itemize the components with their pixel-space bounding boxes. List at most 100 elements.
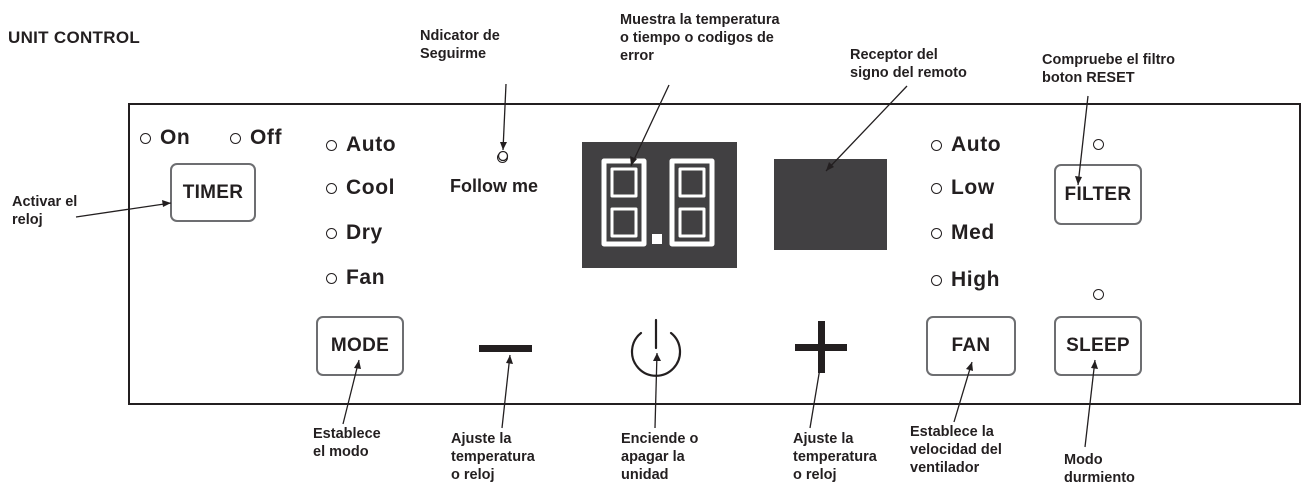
timer-button[interactable]: TIMER [170, 163, 256, 222]
mode-option-label: Auto [346, 133, 397, 156]
timer-on-indicator: On [140, 126, 190, 150]
annotation-line: Modo [1064, 452, 1103, 468]
digit-segment-inner [610, 167, 638, 198]
arrowhead-icon [826, 162, 834, 171]
leader-line-fan [953, 361, 973, 423]
sleep-button[interactable]: SLEEP [1054, 316, 1142, 376]
digit-segment-outline [669, 158, 715, 247]
decimal-point [652, 234, 662, 244]
annotation-minus: Ajuste la temperatura o reloj [451, 430, 535, 484]
filter-led-icon [1093, 139, 1104, 150]
annotation-plus: Ajuste la temperatura o reloj [793, 430, 877, 484]
annotation-display: Muestra la temperatura o tiempo o codigo… [620, 11, 780, 65]
fan-option-low: Low [931, 176, 995, 200]
annotation-line: Seguirme [420, 46, 487, 62]
sleep-led-icon [1093, 289, 1104, 300]
page-title: UNIT CONTROL [8, 28, 141, 47]
annotation-line: Ndicator de [420, 28, 500, 44]
led-icon [326, 227, 337, 239]
mode-option-label: Fan [346, 266, 386, 289]
annotation-line: reloj [12, 212, 43, 228]
arrowhead-icon [506, 355, 513, 364]
annotation-line: el modo [313, 444, 369, 460]
annotation-line: velocidad del [910, 442, 1002, 458]
fan-option-label: Low [951, 176, 995, 199]
annotation-line: Ajuste la [793, 431, 854, 447]
filter-reset-button[interactable]: FILTER [1054, 164, 1142, 225]
timer-off-label: Off [250, 126, 283, 149]
annotation-line: o tiempo o codigos de [620, 30, 774, 46]
arrowhead-icon [1091, 360, 1098, 369]
led-icon [326, 139, 337, 151]
minus-button[interactable] [479, 345, 532, 352]
leader-line-mode [342, 359, 360, 425]
leader-line-filter [1077, 95, 1089, 186]
annotation-line: ventilador [910, 460, 980, 476]
control-panel [128, 103, 1301, 405]
led-icon [931, 274, 942, 286]
digit-segment-inner [678, 167, 706, 198]
fan-option-high: High [931, 268, 1000, 292]
arrowhead-icon [354, 360, 361, 369]
timer-on-label: On [160, 126, 191, 149]
arrowhead-icon [966, 362, 973, 371]
fan-option-auto: Auto [931, 133, 1001, 157]
fan-option-label: High [951, 268, 1001, 291]
led-icon [140, 132, 151, 144]
led-icon [326, 272, 337, 284]
mode-option-label: Dry [346, 221, 383, 244]
leader-line-plus [809, 355, 823, 429]
leader-line-power [654, 352, 658, 429]
fan-option-med: Med [931, 221, 995, 245]
led-icon [931, 139, 942, 151]
annotation-filter: Compruebe el filtro boton RESET [1042, 51, 1175, 87]
leader-line-minus [501, 354, 511, 429]
annotation-line: temperatura [451, 449, 535, 465]
annotation-follow-me: Ndicator de Seguirme [420, 27, 500, 63]
annotation-line: boton RESET [1042, 70, 1135, 86]
arrowhead-icon [162, 200, 171, 207]
arrowhead-icon [500, 142, 507, 150]
arrowhead-icon [1075, 176, 1082, 185]
digit-segment-inner [678, 207, 706, 238]
mode-option-cool: Cool [326, 176, 395, 200]
annotation-line: Establece [313, 426, 381, 442]
annotation-line: temperatura [793, 449, 877, 465]
annotation-line: Muestra la temperatura [620, 12, 780, 28]
remote-receiver [774, 159, 887, 250]
leader-line-display [630, 84, 670, 167]
leader-line-receiver [825, 85, 908, 172]
annotation-line: Establece la [910, 424, 994, 440]
led-icon [326, 182, 337, 194]
follow-me-label: Follow me [450, 176, 539, 196]
led-icon [931, 182, 942, 194]
annotation-line: Enciende o [621, 431, 699, 447]
annotation-mode: Establece el modo [313, 425, 381, 461]
annotation-line: durmiento [1064, 470, 1135, 486]
plus-button-vertical[interactable] [818, 321, 825, 373]
mode-option-auto: Auto [326, 133, 396, 157]
fan-button[interactable]: FAN [926, 316, 1016, 376]
mode-option-label: Cool [346, 176, 396, 199]
led-icon [230, 132, 241, 144]
annotation-line: unidad [621, 467, 669, 483]
temperature-display [582, 142, 737, 268]
annotation-line: o reloj [451, 467, 495, 483]
annotation-line: apagar la [621, 449, 685, 465]
fan-option-label: Auto [951, 133, 1002, 156]
leader-line-sleep [1084, 359, 1096, 448]
arrowhead-icon [630, 156, 637, 166]
annotation-line: Activar el [12, 194, 78, 210]
digit-segment-inner [610, 207, 638, 238]
annotation-timer: Activar el reloj [12, 193, 77, 229]
led-icon [931, 227, 942, 239]
annotation-power: Enciende o apagar la unidad [621, 430, 698, 484]
annotation-receiver: Receptor del signo del remoto [850, 46, 967, 82]
arrowhead-icon [818, 356, 825, 365]
annotation-line: signo del remoto [850, 65, 967, 81]
annotation-line: o reloj [793, 467, 837, 483]
annotation-sleep: Modo durmiento [1064, 451, 1135, 487]
follow-me-sensor-icon [497, 150, 509, 162]
arrowhead-icon [653, 353, 661, 361]
